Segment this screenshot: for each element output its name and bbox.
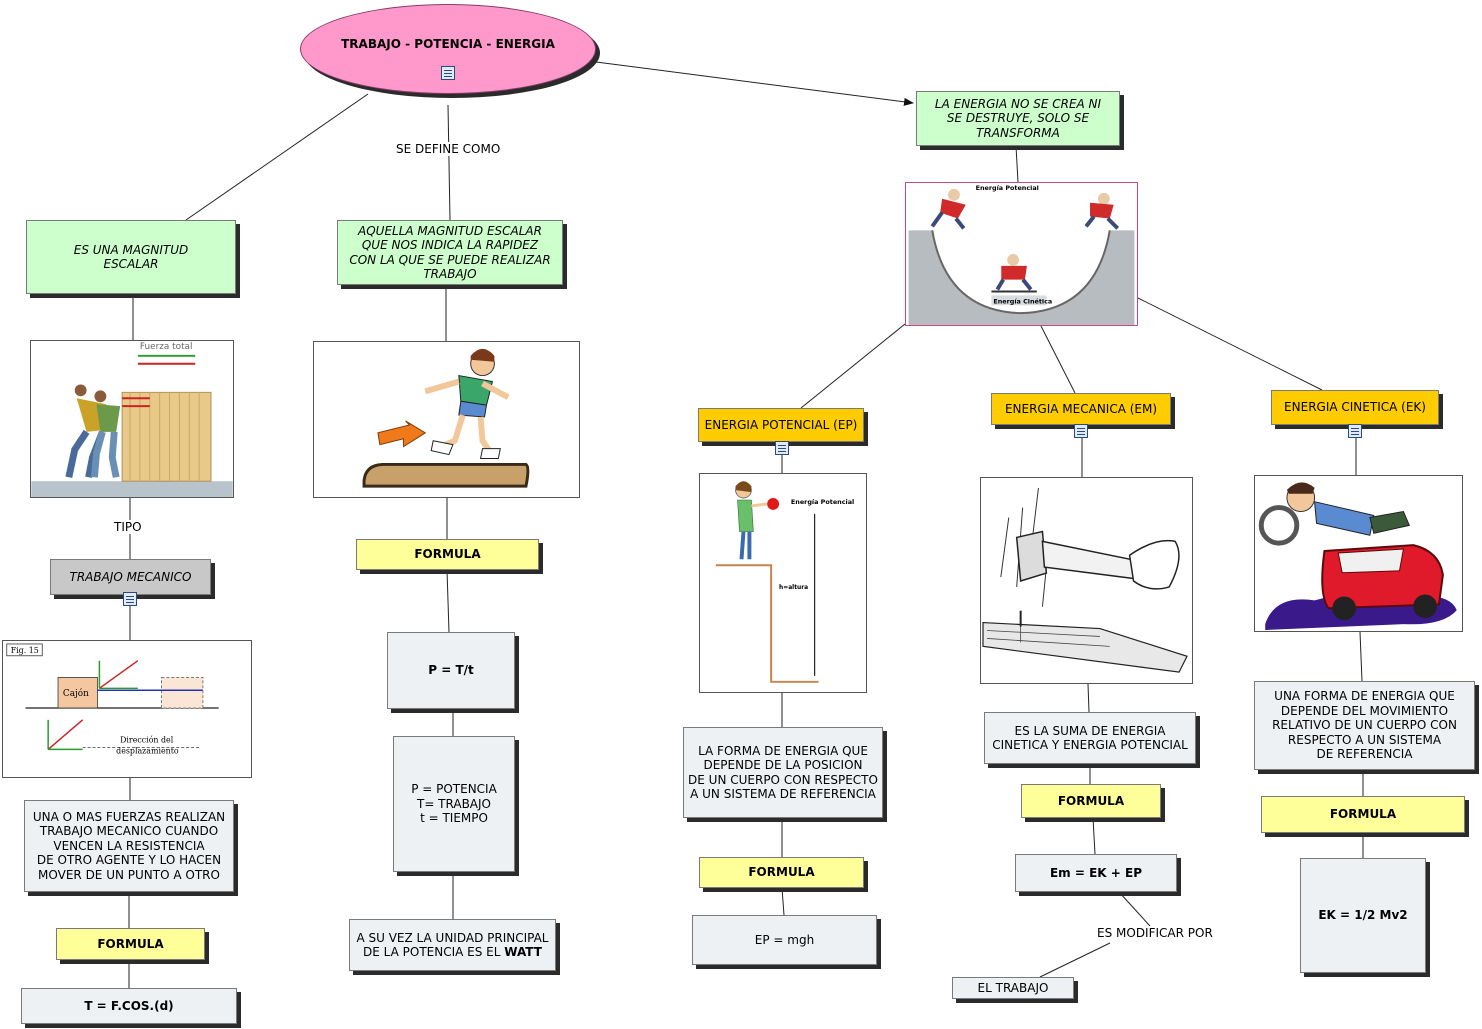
energia-potencial-ramp-label: Energía Potencial	[976, 184, 1039, 192]
image-girl-ball-height: Energía Potencial h=altura	[699, 473, 867, 693]
watt-bold-text: WATT	[504, 945, 542, 959]
note-icon[interactable]	[775, 441, 789, 455]
image-hammer-nail	[980, 477, 1193, 684]
note-icon[interactable]	[441, 66, 455, 80]
concept-ek-formula-label[interactable]: FORMULA	[1261, 796, 1465, 833]
concept-energia-mecanica[interactable]: ENERGIA MECANICA (EM)	[991, 393, 1171, 425]
concept-energia-cinetica[interactable]: ENERGIA CINETICA (EK)	[1271, 390, 1439, 425]
concept-ep-definicion[interactable]: LA FORMA DE ENERGIA QUE DEPENDE DE LA PO…	[683, 727, 883, 818]
concept-ep-formula-label[interactable]: FORMULA	[699, 857, 864, 888]
concept-ek-definicion[interactable]: UNA FORMA DE ENERGIA QUE DEPENDE DEL MOV…	[1254, 681, 1475, 770]
link-label-es-modificar-por: ES MODIFICAR POR	[1094, 926, 1216, 940]
concept-ep-formula[interactable]: EP = mgh	[692, 915, 877, 965]
link-label-se-define-como: SE DEFINE COMO	[393, 142, 504, 156]
concept-formula-potencia[interactable]: P = T/t	[387, 632, 515, 709]
concept-el-trabajo[interactable]: EL TRABAJO	[952, 977, 1074, 999]
desplazamiento-label: desplazamiento	[116, 746, 179, 755]
concept-formula-potencia-label[interactable]: FORMULA	[356, 539, 539, 570]
energia-potencial-girl-label: Energía Potencial	[791, 498, 854, 506]
image-skate-ramp: Energía Potencial Energía Cinética	[905, 182, 1138, 326]
h-altura-label: h=altura	[779, 585, 808, 591]
link-label-tipo: TIPO	[111, 520, 145, 534]
concept-conservacion-energia[interactable]: LA ENERGIA NO SE CREA NI SE DESTRUYE, SO…	[916, 91, 1120, 146]
image-car-crash	[1254, 475, 1463, 632]
fuerza-total-label: Fuerza total	[140, 342, 193, 352]
image-jumping-boy	[313, 341, 580, 498]
main-topic-title: TRABAJO - POTENCIA - ENERGIA	[341, 37, 555, 51]
concept-em-formula-label[interactable]: FORMULA	[1021, 784, 1161, 818]
concept-unidad-watt[interactable]: A SU VEZ LA UNIDAD PRINCIPAL DE LA POTEN…	[349, 919, 556, 971]
note-icon[interactable]	[123, 592, 137, 606]
concept-em-formula[interactable]: Em = EK + EP	[1015, 854, 1177, 892]
concept-energia-potencial[interactable]: ENERGIA POTENCIAL (EP)	[698, 408, 864, 442]
concept-potencia-variables[interactable]: P = POTENCIA T= TRABAJO t = TIEMPO	[393, 736, 515, 872]
concept-potencia-definicion[interactable]: AQUELLA MAGNITUD ESCALAR QUE NOS INDICA …	[337, 220, 563, 285]
concept-ek-formula[interactable]: EK = 1/2 Mv2	[1300, 858, 1426, 973]
cajon-label: Cajón	[63, 688, 89, 699]
concept-trabajo-mecanico[interactable]: TRABAJO MECANICO	[50, 559, 211, 595]
image-fig15-diagram: Fig. 15 Cajón Dirección del desplazamien…	[2, 640, 252, 778]
fig15-label: Fig. 15	[11, 646, 39, 655]
concept-trabajo-definicion[interactable]: UNA O MAS FUERZAS REALIZAN TRABAJO MECAN…	[24, 800, 234, 892]
concept-magnitud-escalar[interactable]: ES UNA MAGNITUD ESCALAR	[26, 220, 236, 294]
image-pushing-box: Fuerza total	[30, 340, 234, 498]
note-icon[interactable]	[1074, 424, 1088, 438]
concept-em-definicion[interactable]: ES LA SUMA DE ENERGIA CINETICA Y ENERGIA…	[984, 712, 1196, 764]
main-topic-ellipse[interactable]: TRABAJO - POTENCIA - ENERGIA	[300, 4, 596, 94]
watt-prefix-text: A SU VEZ LA UNIDAD PRINCIPAL DE LA POTEN…	[356, 930, 549, 960]
energia-cinetica-ramp-label: Energía Cinética	[993, 297, 1052, 305]
concept-formula-trabajo[interactable]: T = F.COS.(d)	[21, 988, 237, 1024]
note-icon[interactable]	[1348, 424, 1362, 438]
direccion-label: Dirección del	[120, 736, 174, 745]
concept-formula-trabajo-label[interactable]: FORMULA	[56, 928, 205, 960]
